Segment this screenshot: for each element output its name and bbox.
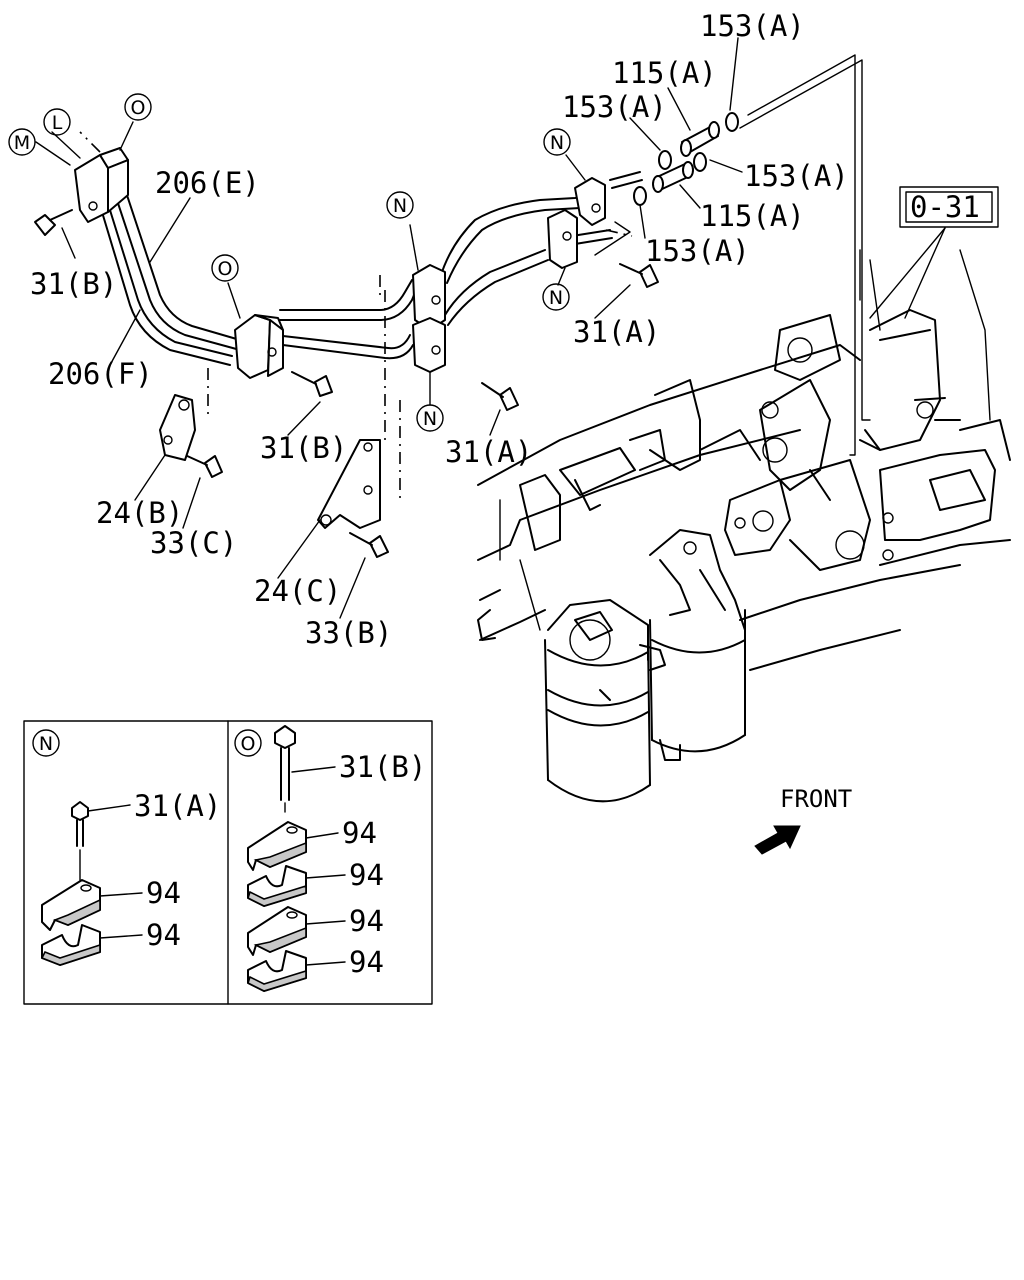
detail-o-clamp-3 bbox=[247, 906, 307, 956]
detail-o-marker: O bbox=[241, 733, 256, 755]
clamp-n-mid bbox=[412, 264, 446, 373]
detail-o-panel: O 31(B) 94 94 bbox=[234, 725, 426, 992]
reference-box-0-31: 0-31 bbox=[899, 186, 999, 228]
o-ring-153a bbox=[633, 112, 739, 206]
marker-n-top-label: N bbox=[393, 195, 407, 217]
callout-153a-right: 153(A) bbox=[744, 159, 849, 193]
front-label: FRONT bbox=[780, 785, 852, 813]
bolt-31b-top bbox=[34, 209, 73, 236]
detail-n-clamp-lower-label: 94 bbox=[146, 918, 181, 952]
detail-n-panel: N 31(A) 94 94 bbox=[32, 729, 221, 966]
callout-31b-top: 31(B) bbox=[30, 267, 117, 301]
bolt-31b-mid bbox=[291, 371, 333, 397]
callout-24b: 24(B) bbox=[96, 496, 183, 530]
marker-n-right-bot-label: N bbox=[549, 287, 563, 309]
marker-l: L bbox=[43, 108, 71, 136]
detail-o-clamp-4 bbox=[247, 950, 307, 992]
detail-n-bolt-label: 31(A) bbox=[134, 789, 221, 823]
connector-115a-mid bbox=[652, 161, 694, 193]
pipe-206-f bbox=[92, 177, 613, 366]
detail-o-clamp-2-label: 94 bbox=[349, 858, 384, 892]
marker-o-mid: O bbox=[211, 254, 239, 282]
detail-o-bolt-label: 31(B) bbox=[339, 750, 426, 784]
detail-o-clamp-4-label: 94 bbox=[349, 945, 384, 979]
callout-206f: 206(F) bbox=[48, 357, 153, 391]
detail-n-marker: N bbox=[39, 733, 53, 755]
detail-n-clamp-upper-label: 94 bbox=[146, 876, 181, 910]
bolt-33c bbox=[184, 454, 223, 478]
bolt-31a-mid bbox=[481, 382, 519, 411]
bolt-31a-right bbox=[619, 263, 659, 288]
leader-lines bbox=[35, 37, 946, 619]
marker-o-top: O bbox=[124, 93, 152, 121]
marker-o-top-label: O bbox=[131, 97, 146, 119]
detail-o-bolt bbox=[274, 725, 296, 813]
marker-n-mid: N bbox=[416, 404, 444, 432]
callout-24c: 24(C) bbox=[254, 574, 341, 608]
engine-block-illustration bbox=[477, 249, 1011, 803]
callout-206e: 206(E) bbox=[155, 166, 260, 200]
reference-box-label: 0-31 bbox=[910, 190, 980, 224]
marker-m-label: M bbox=[14, 132, 30, 154]
callout-33b: 33(B) bbox=[305, 616, 392, 650]
bracket-24b bbox=[159, 394, 196, 461]
front-indicator: FRONT bbox=[754, 785, 852, 855]
detail-o-clamp-1-label: 94 bbox=[342, 816, 377, 850]
detail-n-clamp-upper bbox=[41, 879, 101, 931]
callout-31b-mid: 31(B) bbox=[260, 431, 347, 465]
connector-115a-top bbox=[680, 121, 720, 157]
marker-n-right-top-label: N bbox=[550, 132, 564, 154]
clamp-o-mid bbox=[234, 314, 284, 379]
guide-lines bbox=[79, 131, 633, 500]
detail-inset: N 31(A) 94 94 bbox=[23, 720, 433, 1005]
callout-153a-bot: 153(A) bbox=[645, 234, 750, 268]
detail-n-bolt bbox=[71, 801, 89, 881]
callout-31a-mid: 31(A) bbox=[445, 435, 532, 469]
callout-115a-top: 115(A) bbox=[612, 56, 717, 90]
detail-o-clamp-2 bbox=[247, 865, 307, 907]
callout-33c: 33(C) bbox=[150, 526, 237, 560]
marker-n-right-top: N bbox=[543, 128, 571, 156]
marker-n-right-bot: N bbox=[542, 283, 570, 311]
callout-115a-mid: 115(A) bbox=[700, 199, 805, 233]
detail-o-clamp-3-label: 94 bbox=[349, 904, 384, 938]
callout-31a-right: 31(A) bbox=[573, 315, 660, 349]
marker-n-mid-label: N bbox=[423, 408, 437, 430]
detail-o-clamp-1 bbox=[247, 821, 307, 871]
bracket-24c bbox=[317, 439, 381, 529]
bolt-33b bbox=[349, 532, 389, 558]
front-arrow-icon bbox=[754, 825, 801, 855]
marker-n-top: N bbox=[386, 191, 414, 219]
detail-n-clamp-lower bbox=[40, 924, 101, 966]
marker-o-mid-label: O bbox=[218, 258, 233, 280]
callout-153a-left: 153(A) bbox=[562, 90, 667, 124]
marker-m: M bbox=[8, 128, 36, 156]
clamp-n-right bbox=[547, 177, 606, 269]
callout-153a-top: 153(A) bbox=[700, 9, 805, 43]
clamp-o-top bbox=[74, 147, 129, 223]
marker-l-label: L bbox=[52, 112, 63, 134]
